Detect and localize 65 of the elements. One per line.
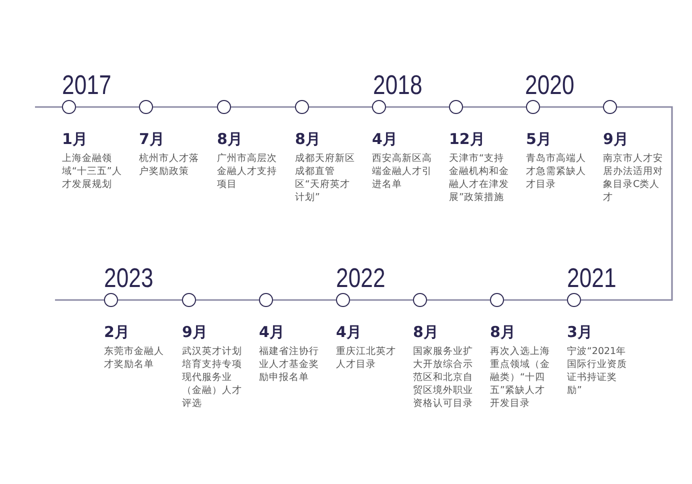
timeline-circle: [259, 293, 273, 307]
event-description: 国家服务业扩大开放综合示范区和北京自贸区境外职业资格认可目录: [413, 345, 474, 410]
year-label: 2017: [62, 70, 112, 100]
year-label: 2022: [336, 263, 386, 293]
timeline-connector: [386, 106, 449, 108]
event-description: 上海金融领域“十三五”人才发展规划: [62, 152, 123, 191]
timeline-circle: [567, 293, 581, 307]
month-label: 8月: [413, 323, 438, 341]
timeline-circle: [104, 293, 118, 307]
timeline-circle: [449, 100, 463, 114]
timeline-circle: [139, 100, 153, 114]
timeline-circle: [62, 100, 76, 114]
month-label: 9月: [603, 130, 628, 148]
timeline-connector: [504, 299, 567, 301]
month-label: 1月: [62, 130, 88, 148]
timeline-circle: [413, 293, 427, 307]
timeline-circle: [490, 293, 504, 307]
event-description: 天津市“支持金融机构和金融人才在津发展”政策措施: [449, 152, 510, 204]
month-label: 9月: [182, 323, 208, 341]
month-label: 7月: [139, 130, 164, 148]
month-label: 4月: [259, 323, 284, 341]
year-label: 2018: [373, 70, 422, 100]
year-label: 2021: [567, 263, 616, 293]
event-description: 广州市高层次金融人才支持项目: [217, 152, 278, 191]
event-description: 青岛市高端人才急需紧缺人才目录: [526, 152, 587, 191]
timeline-circle: [295, 100, 309, 114]
timeline-connector: [273, 299, 336, 301]
year-label: 2020: [525, 70, 574, 100]
timeline-circle: [336, 293, 350, 307]
timeline-circle: [182, 293, 196, 307]
timeline-circle: [217, 100, 231, 114]
event-description: 福建省注协行业人才基金奖励申报名单: [259, 345, 320, 384]
timeline-connector: [309, 106, 372, 108]
timeline-connector: [231, 106, 295, 108]
event-description: 东莞市金融人才奖励名单: [104, 345, 165, 371]
year-label: 2023: [104, 263, 154, 293]
month-label: 8月: [490, 323, 516, 341]
event-description: 宁波“2021年国际行业资质证书持证奖励”: [567, 345, 628, 397]
event-description: 杭州市人才落户奖励政策: [139, 152, 200, 178]
timeline-connector: [350, 299, 413, 301]
month-label: 8月: [295, 130, 320, 148]
month-label: 5月: [526, 130, 552, 148]
month-label: 8月: [217, 130, 242, 148]
timeline-connector: [196, 299, 259, 301]
month-label: 12月: [449, 130, 485, 148]
timeline-connector: [581, 106, 673, 301]
timeline-connector: [118, 299, 182, 301]
event-description: 重庆江北英才人才目录: [336, 345, 397, 371]
timeline-connector: [153, 106, 217, 108]
timeline-connector: [427, 299, 490, 301]
timeline-connector: [540, 106, 603, 108]
event-description: 再次入选上海重点领域（金融类）“十四五”紧缺人才开发目录: [490, 345, 551, 410]
month-label: 2月: [104, 323, 130, 341]
month-label: 4月: [372, 130, 398, 148]
timeline-circle: [526, 100, 540, 114]
event-description: 西安高新区高端金融人才引进名单: [372, 152, 433, 191]
timeline-circle: [372, 100, 386, 114]
timeline-connector: [463, 106, 526, 108]
event-description: 成都天府新区成都直管区“天府英才计划”: [295, 152, 356, 204]
event-description: 武汉英才计划培育支持专项现代服务业（金融）人才评选: [182, 345, 243, 410]
timeline-connector: [76, 106, 139, 108]
event-description: 南京市人才安居办法适用对象目录C类人才: [603, 152, 664, 204]
month-label: 3月: [567, 323, 592, 341]
month-label: 4月: [336, 323, 362, 341]
timeline-circle: [603, 100, 617, 114]
